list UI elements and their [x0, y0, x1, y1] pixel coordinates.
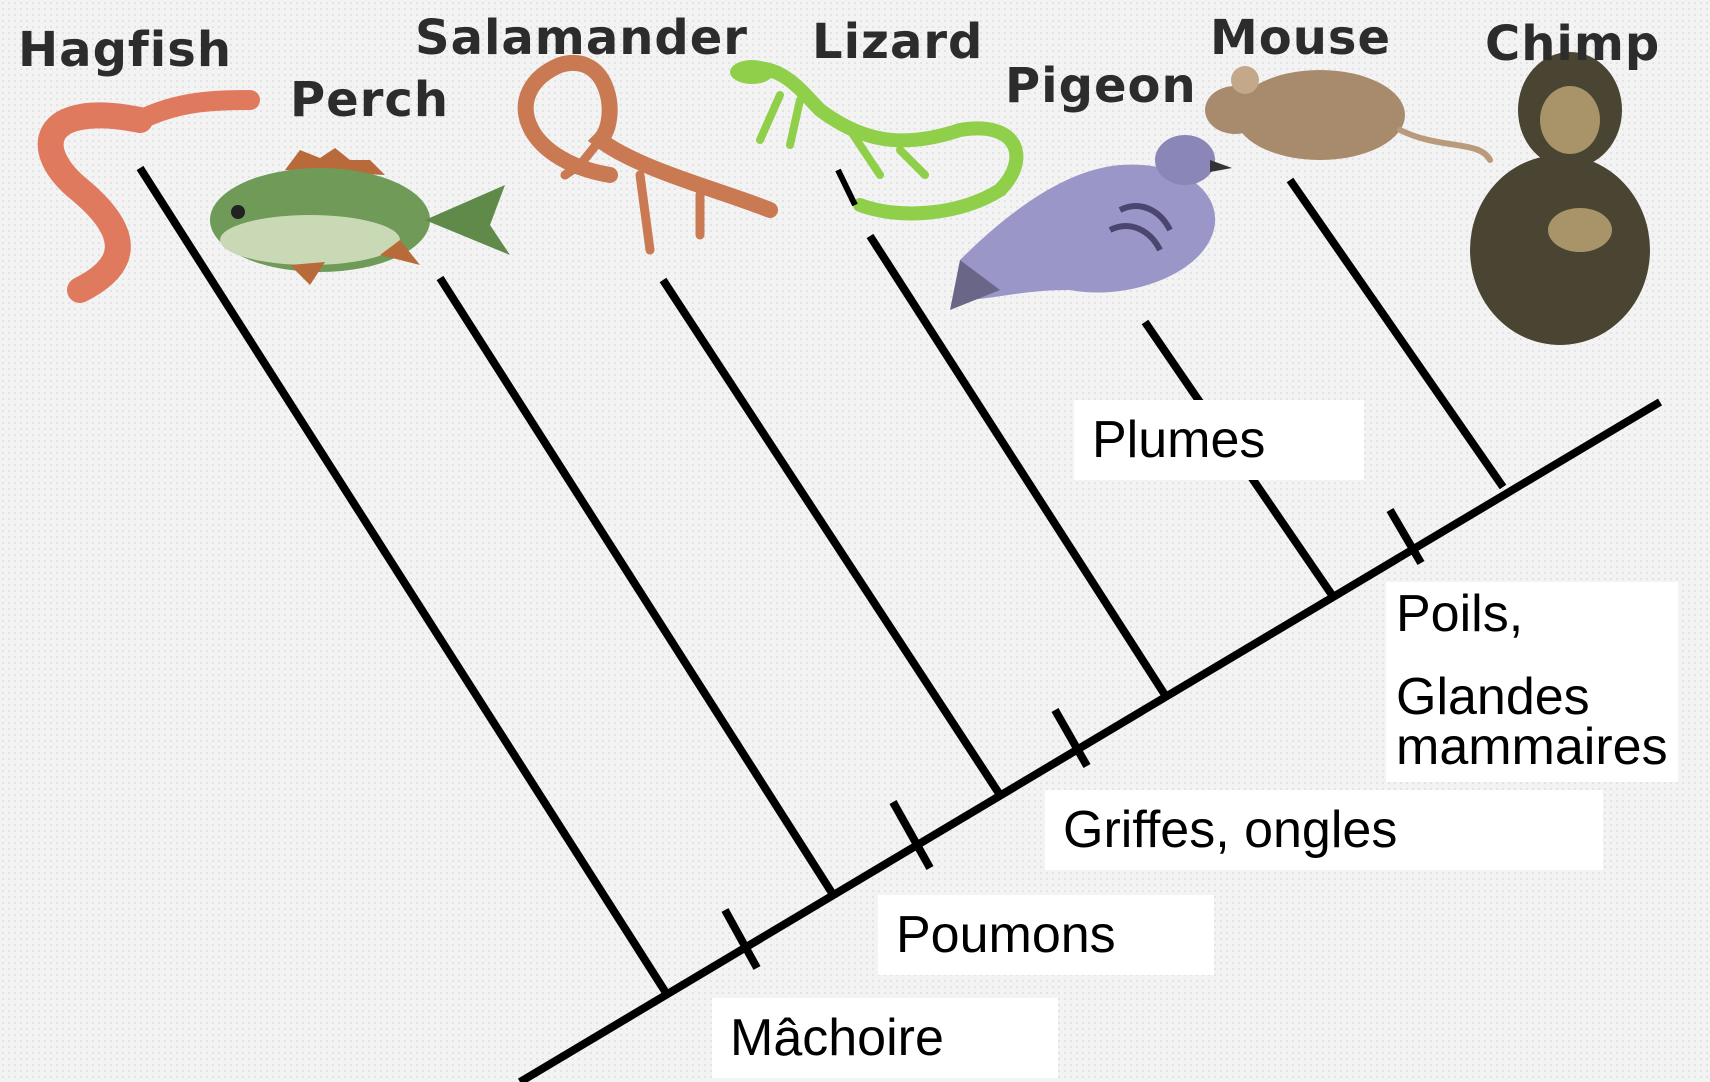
taxon-label-chimp: Chimp: [1485, 16, 1660, 72]
salamander-illustration: [526, 63, 770, 250]
trait-label-hair-mammary: Poils, Glandes mammaires: [1386, 582, 1678, 782]
trait-label-hair-line2: Glandes: [1396, 673, 1668, 722]
lizard-stub: [838, 170, 855, 205]
trait-label-hair-line1: Poils,: [1396, 590, 1668, 639]
taxon-label-pigeon: Pigeon: [1005, 58, 1197, 114]
perch-branch: [440, 278, 832, 893]
mouse-illustration: [1205, 66, 1490, 160]
taxon-label-hagfish: Hagfish: [18, 22, 232, 78]
hagfish-illustration: [51, 100, 250, 290]
taxon-label-mouse: Mouse: [1210, 10, 1391, 66]
taxon-label-perch: Perch: [290, 72, 449, 128]
pigeon-illustration: [950, 135, 1232, 310]
lizard-illustration: [730, 60, 1016, 213]
trait-label-jaws: Mâchoire: [712, 998, 1058, 1078]
chimp-illustration: [1470, 52, 1650, 345]
trait-label-claws: Griffes, ongles: [1045, 790, 1603, 870]
trait-label-feathers: Plumes: [1074, 400, 1364, 480]
hagfish-branch: [140, 168, 668, 996]
trait-label-hair-line3: mammaires: [1396, 723, 1668, 772]
taxon-label-salamander: Salamander: [415, 10, 748, 66]
perch-illustration: [210, 148, 510, 285]
taxon-label-lizard: Lizard: [812, 14, 983, 70]
trait-label-lungs: Poumons: [878, 895, 1214, 975]
